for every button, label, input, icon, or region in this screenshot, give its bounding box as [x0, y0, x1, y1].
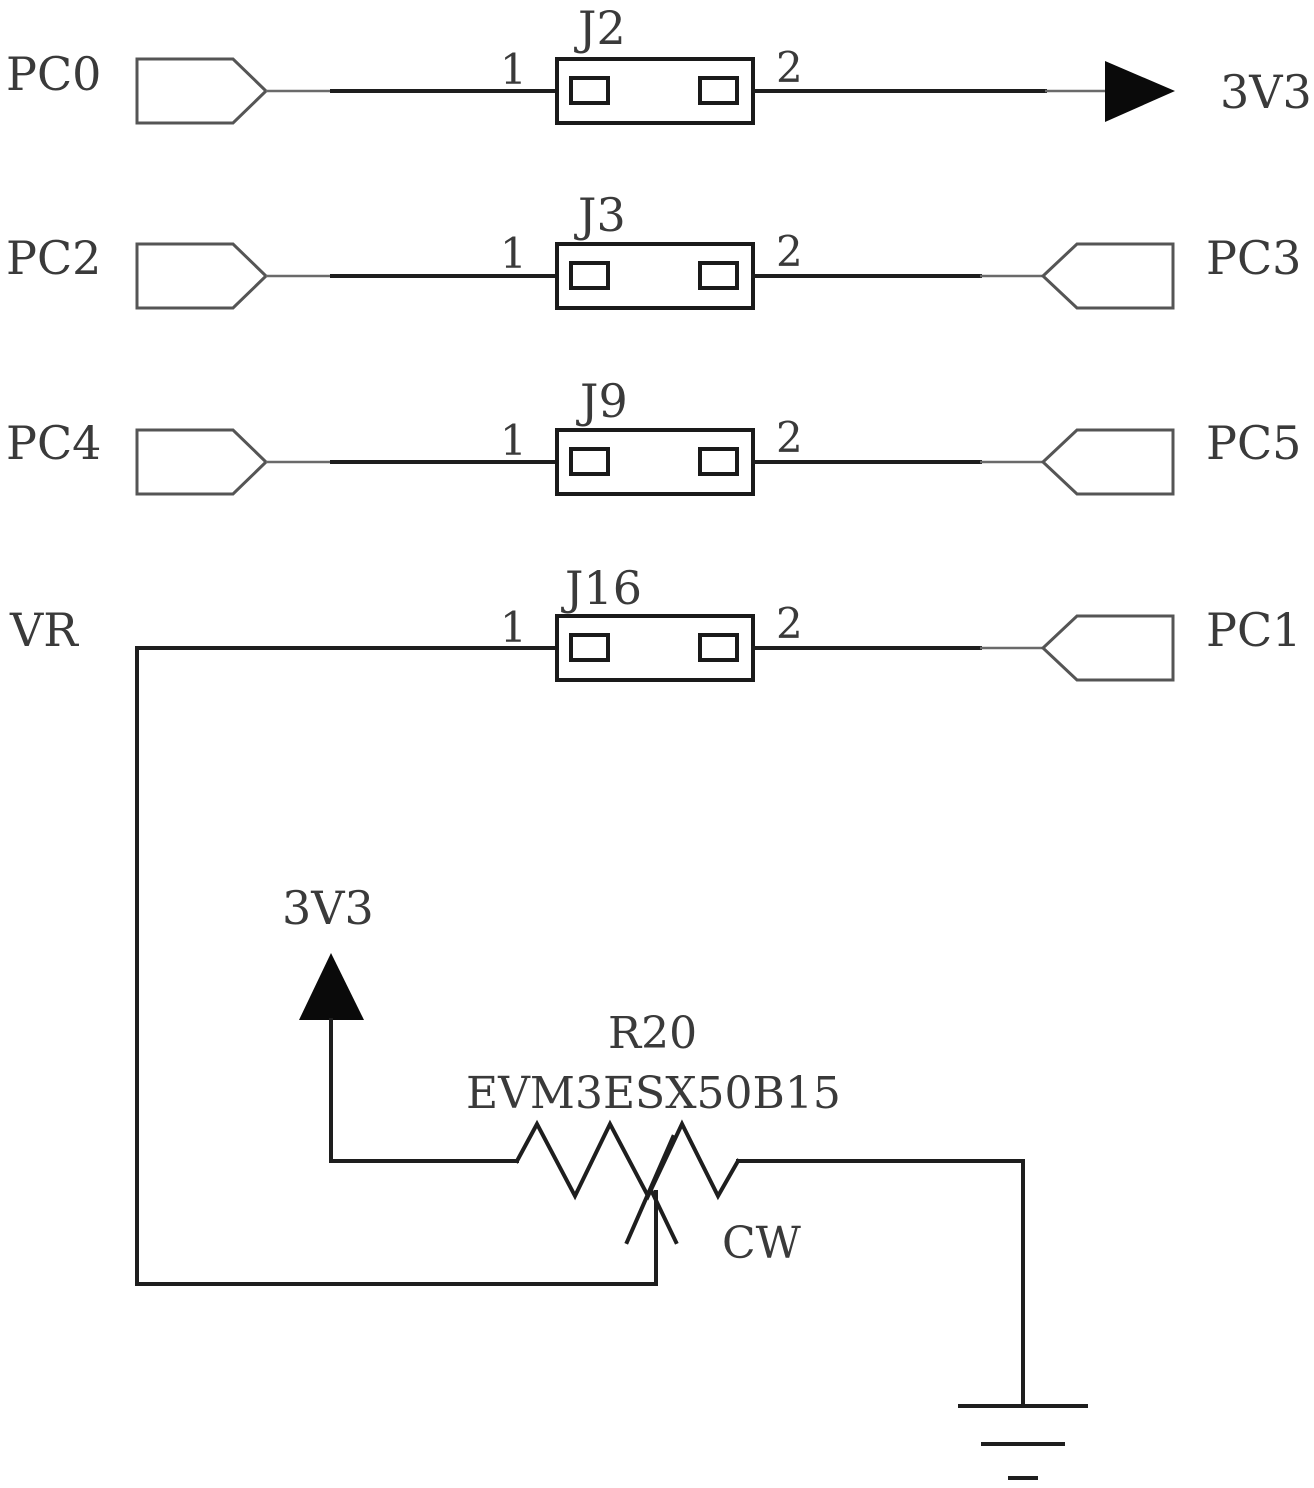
j3-pin2-label: 2 [776, 227, 803, 276]
r20-ref-label: R20 [608, 1008, 697, 1059]
j9-pin1-label: 1 [500, 416, 527, 465]
port-pc1 [1040, 614, 1175, 682]
j2-pad-2 [698, 76, 739, 105]
net-label-3v3-top: 3V3 [1220, 65, 1312, 119]
ground-symbol [958, 1404, 1088, 1480]
jumper-row-j3: PC2 1 J3 2 PC3 [6, 188, 1301, 310]
cw-label: CW [722, 1218, 802, 1269]
net-label-pc2: PC2 [6, 231, 101, 285]
wiper-arrow-cross [649, 1189, 679, 1245]
power-arrow-3v3-top [1105, 61, 1175, 122]
power-arrow-3v3-pot [299, 953, 364, 1020]
j9-pad-1 [569, 447, 610, 476]
j9-ref-label: J9 [576, 374, 628, 428]
net-label-pc4: PC4 [6, 416, 101, 470]
j9-pad-2 [698, 447, 739, 476]
j16-pin1-label: 1 [500, 603, 527, 652]
jumper-row-j2: PC0 1 J2 2 3V3 [6, 1, 1312, 125]
net-label-pc3: PC3 [1206, 231, 1301, 285]
j16-pin2-label: 2 [776, 599, 803, 648]
wiper-arrow-shaft [624, 1134, 676, 1245]
j2-pin1-label: 1 [500, 45, 527, 94]
wire-3v3-pot [329, 1018, 519, 1163]
port-pc2 [135, 242, 269, 310]
port-pc5 [1040, 428, 1175, 496]
j16-ref-label: J16 [561, 561, 642, 615]
wire-pot-gnd [736, 1159, 1025, 1408]
j16-pad-2 [698, 633, 739, 662]
j9-pin2-label: 2 [776, 413, 803, 462]
r20-part-label: EVM3ESX50B15 [466, 1068, 841, 1119]
jumper-row-j9: PC4 1 J9 2 PC5 [6, 374, 1301, 496]
j16-pad-1 [569, 633, 610, 662]
resistor-zigzag [514, 1119, 741, 1201]
port-pc3 [1040, 242, 1175, 310]
j2-pad-1 [569, 76, 610, 105]
net-label-vr: VR [9, 603, 79, 657]
j3-pad-1 [569, 261, 610, 290]
net-label-3v3-pot: 3V3 [282, 881, 374, 935]
potentiometer-r20: 3V3 R20 EVM3ESX50B15 CW [282, 881, 1025, 1408]
j3-pin1-label: 1 [500, 229, 527, 278]
jumper-row-j16: VR 1 J16 2 PC1 [9, 561, 1301, 682]
port-pc0 [135, 57, 269, 125]
net-label-pc5: PC5 [1206, 416, 1301, 470]
j3-ref-label: J3 [574, 188, 626, 242]
j2-pin2-label: 2 [776, 43, 803, 92]
j2-ref-label: J2 [574, 1, 626, 55]
port-pc4 [135, 428, 269, 496]
wire-vr-wiper-loop [135, 646, 658, 1286]
net-label-pc0: PC0 [6, 47, 101, 101]
j3-pad-2 [698, 261, 739, 290]
net-label-pc1: PC1 [1206, 603, 1301, 657]
